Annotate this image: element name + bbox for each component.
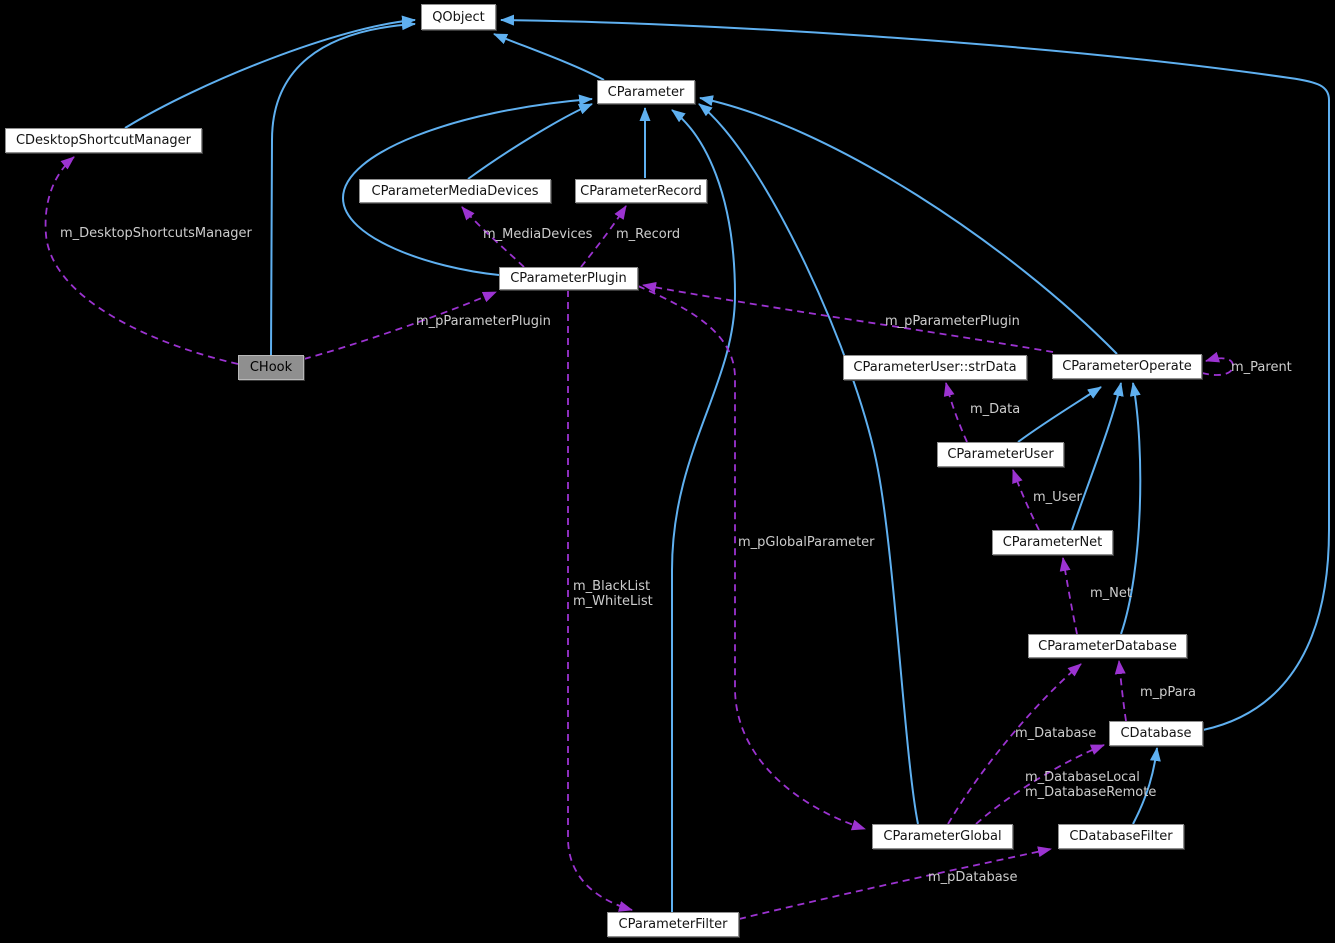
class-node-cdatabase[interactable]: CDatabase [1109,721,1203,746]
class-node-qobject[interactable]: QObject [421,4,496,30]
edge-inherit-cuser-coperate [1017,386,1102,443]
edge-member-coperate-cplugin [642,281,1054,353]
class-node-cparameterdatabase[interactable]: CParameterDatabase [1028,634,1187,658]
class-node-cparameter[interactable]: CParameter [597,80,695,104]
edge-inherit-chook-qobject [270,19,416,356]
class-node-chook-current[interactable]: CHook [238,355,304,380]
edge-inherit-cpdatabase-coperate [1120,382,1142,635]
edge-inherit-cmediadevices-cparameter [467,103,593,180]
class-node-cparameterglobal[interactable]: CParameterGlobal [872,824,1013,849]
class-node-cparametermediadevices[interactable]: CParameterMediaDevices [359,179,551,203]
class-node-cdesktopshortcutmanager[interactable]: CDesktopShortcutManager [5,128,202,153]
edge-member-cplugin-cglobal [637,285,866,831]
edge-member-coperate-self-parent [1201,351,1234,376]
edge-member-chook-cdesktop [44,156,239,365]
class-node-cparameteruser-strdata[interactable]: CParameterUser::strData [843,355,1027,380]
edge-member-cfilter-cdbfilter [738,846,1052,920]
edge-member-cplugin-cmediadevices [461,206,525,268]
edge-inherit-cglobal-cparameter [698,103,919,825]
edge-member-cglobal-cdatabase [975,744,1105,825]
edge-inherit-cfilter-cparameter [671,109,737,912]
class-node-cparameterfilter[interactable]: CParameterFilter [607,912,739,937]
edge-member-chook-cplugin [303,291,497,360]
class-node-cparameteroperate[interactable]: CParameterOperate [1052,354,1202,379]
class-node-cparameteruser[interactable]: CParameterUser [937,442,1064,467]
edge-member-cglobal-cpdatabase [947,663,1082,825]
edge-inherit-coperate-cparameter [699,95,1118,355]
edge-member-cnet-cuser [1012,469,1040,531]
edge-inherit-cdesktop-qobject [124,15,416,129]
edge-member-cplugin-cfilter [567,290,633,912]
edge-inherit-cplugin-cparameter [341,94,593,276]
edge-inherit-cnet-coperate [1071,382,1124,531]
edge-inherit-cparameter-qobject [493,33,605,81]
class-node-cparameterplugin[interactable]: CParameterPlugin [499,267,638,290]
edge-member-cplugin-crecord [580,205,627,268]
edge-member-cuser-cstrdata [943,382,968,443]
edge-member-cdatabase-cpdatabase [1114,660,1127,722]
edge-member-cpdatabase-cnet [1059,557,1078,635]
edge-inherit-cdatabase-qobject [500,14,1330,731]
edge-inherit-cdbfilter-cdatabase [1132,747,1161,825]
class-node-cparameternet[interactable]: CParameterNet [992,530,1113,555]
class-node-cparameterrecord[interactable]: CParameterRecord [575,179,707,203]
class-node-cdatabasefilter[interactable]: CDatabaseFilter [1058,824,1184,849]
